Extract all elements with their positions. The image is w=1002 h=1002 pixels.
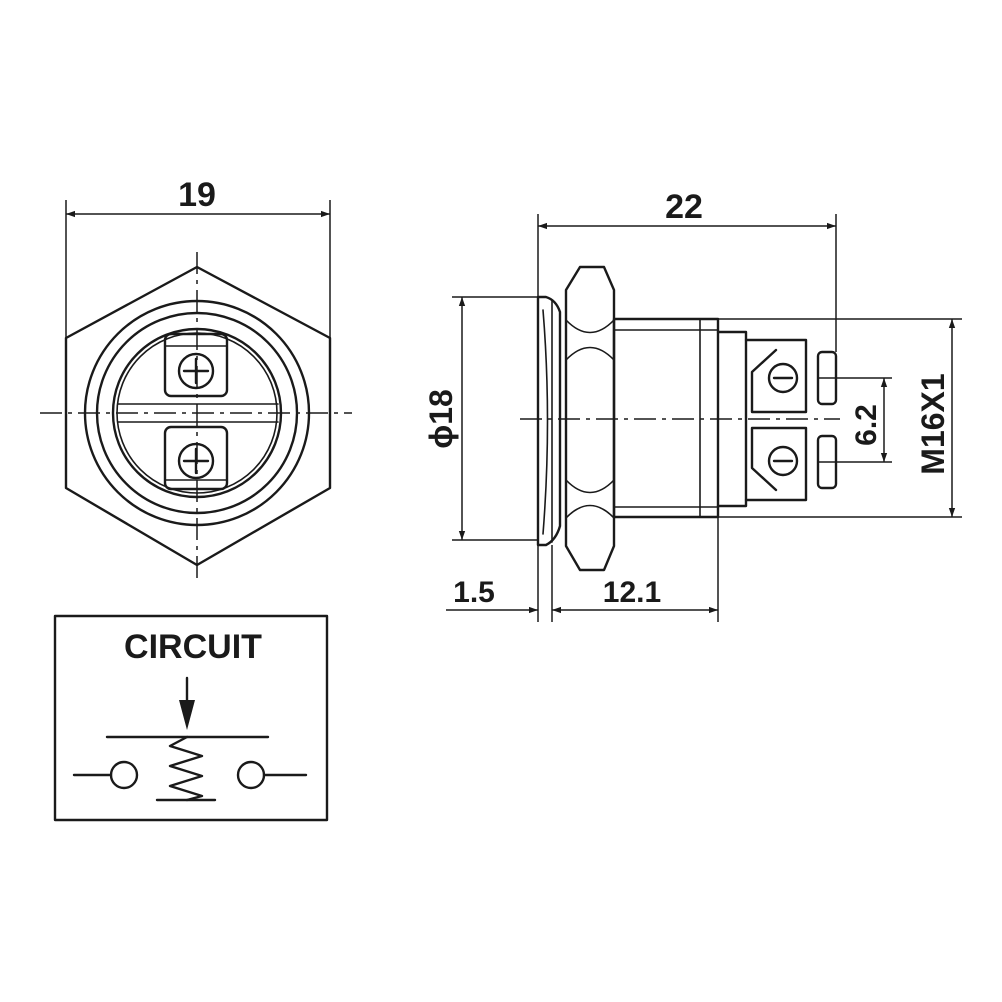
front-terminal-bottom [163, 425, 229, 491]
terminal-spacing-label: 6.2 [850, 404, 883, 446]
overall-length-label: 22 [665, 188, 703, 226]
side-hex-nut [564, 265, 616, 572]
side-bezel-curve [542, 309, 549, 535]
side-terminal-bottom [744, 426, 838, 502]
circuit-terminal-left [109, 760, 139, 790]
side-terminal-top [744, 338, 838, 414]
side-nut-facet-2 [565, 346, 615, 361]
circuit-box: CIRCUIT [53, 614, 329, 822]
side-view: 22 ϕ18 M16X1 6.2 1.5 12.1 [423, 188, 962, 622]
circuit-actuator-arrow [179, 700, 195, 730]
circuit-spring [168, 735, 204, 802]
side-rear-housing [716, 330, 748, 508]
front-view: 19 [40, 176, 352, 580]
face-diameter-label: ϕ18 [423, 389, 459, 449]
side-bezel [536, 295, 562, 547]
thread-label: M16X1 [915, 373, 951, 474]
side-nut-facet-4 [565, 504, 615, 519]
body-length-label: 12.1 [603, 576, 661, 609]
bezel-thickness-label: 1.5 [453, 576, 495, 609]
front-hex-outline [64, 265, 332, 567]
front-width-label: 19 [178, 176, 216, 214]
circuit-terminal-right [236, 760, 266, 790]
circuit-box-frame [53, 614, 329, 822]
front-terminal-top [163, 332, 229, 398]
side-nut-facet-1 [565, 319, 615, 334]
side-threaded-body [612, 317, 720, 519]
side-nut-facet-3 [565, 479, 615, 494]
circuit-title: CIRCUIT [124, 628, 262, 666]
